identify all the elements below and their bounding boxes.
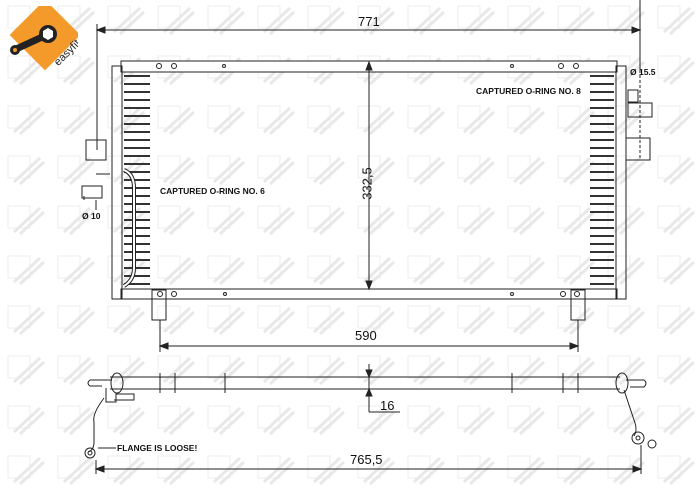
oring-left-note: CAPTURED O-RING NO. 6 — [160, 186, 265, 196]
flange-note: FLANGE IS LOOSE! — [117, 443, 198, 453]
easyfit-logo: easyfit — [9, 6, 78, 71]
oring-right-note: CAPTURED O-RING NO. 8 — [476, 86, 581, 96]
mount-spacing-label: 590 — [355, 328, 377, 343]
depth-label: 16 — [380, 398, 395, 413]
inlet-diameter-label: Ø 10 — [82, 211, 101, 221]
wrench-icon — [10, 25, 57, 55]
bottom-width-label: 765,5 — [350, 452, 383, 467]
core-height-label: 332,5 — [359, 167, 375, 200]
overall-width-label: 771 — [358, 14, 380, 29]
outlet-diameter-label: Ø 15.5 — [630, 67, 656, 77]
